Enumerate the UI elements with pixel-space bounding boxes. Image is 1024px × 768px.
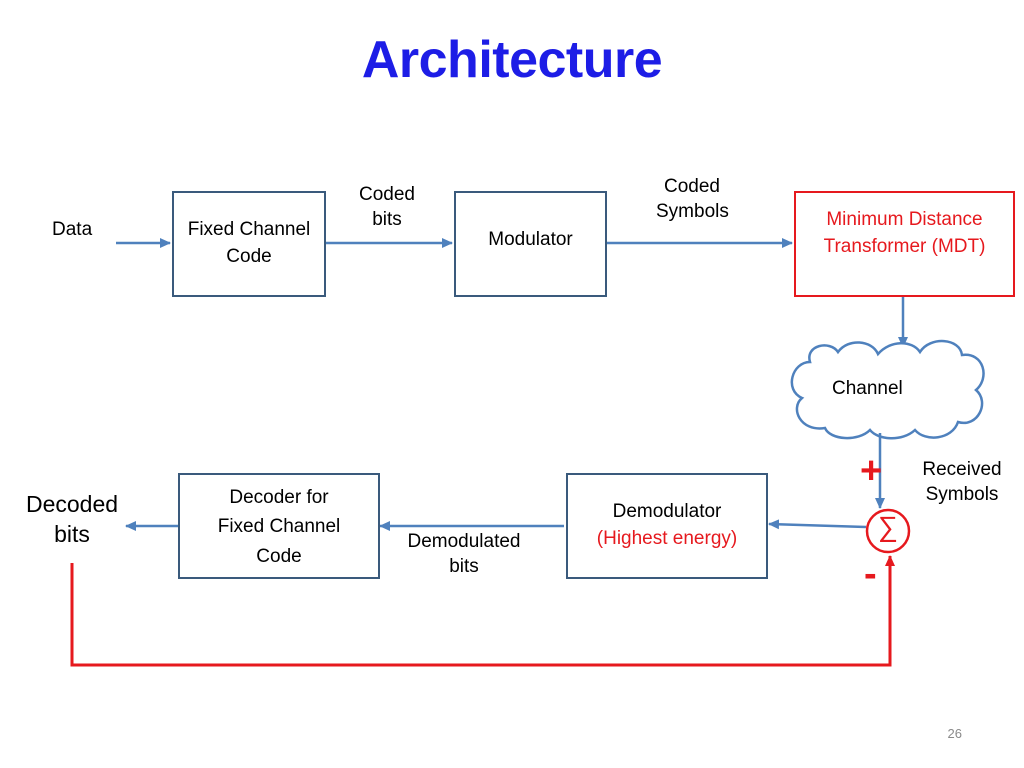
- mdt-line1: Minimum Distance: [826, 209, 983, 230]
- fixed-channel-code-block: Fixed Channel Code: [172, 191, 326, 297]
- received-symbols-line2: Symbols: [925, 483, 999, 505]
- modulator-label: Modulator: [488, 229, 573, 250]
- fixed-channel-code-line1: Fixed Channel: [187, 219, 311, 241]
- demodulated-bits-line1: Demodulated: [407, 531, 521, 552]
- decoder-line3: Code: [256, 545, 302, 567]
- fixed-channel-code-line2: Code: [226, 246, 272, 267]
- summer-sigma-icon: ∑: [878, 511, 898, 542]
- decoder-line2: Fixed Channel: [217, 516, 341, 538]
- coded-bits-line1: Coded: [359, 184, 415, 205]
- coded-symbols-line1: Coded: [664, 176, 720, 197]
- coded-symbols-label: Coded Symbols: [650, 175, 750, 224]
- slide-title: Architecture: [361, 31, 663, 89]
- received-symbols-label: Received Symbols: [912, 458, 1012, 507]
- demodulated-bits-label: Demodulated bits: [390, 530, 538, 579]
- decoder-line1: Decoder for: [229, 487, 329, 508]
- decoded-bits-line2: bits: [54, 520, 90, 547]
- summer-plus-sign: +: [860, 450, 883, 492]
- page-number: 26: [947, 726, 962, 741]
- feedback-loop: [70, 555, 895, 667]
- mdt-block: Minimum Distance Transformer (MDT): [794, 191, 1015, 297]
- demodulator-block: Demodulator (Highest energy): [566, 473, 768, 579]
- coded-symbols-line2: Symbols: [656, 200, 729, 222]
- input-data-label: Data: [52, 219, 93, 240]
- decoded-bits-line1: Decoded: [25, 491, 119, 517]
- coded-bits-line2: bits: [372, 208, 402, 230]
- decoded-bits-label: Decoded bits: [18, 490, 126, 550]
- decoder-block: Decoder for Fixed Channel Code: [178, 473, 380, 579]
- channel-label: Channel: [832, 378, 903, 399]
- channel-cloud: [790, 339, 985, 440]
- mdt-line2: Transformer (MDT): [823, 235, 986, 257]
- coded-bits-label: Coded bits: [346, 183, 428, 232]
- arrow-summer-to-demodulator: [768, 519, 867, 530]
- summer-minus-sign: -: [864, 553, 877, 595]
- demodulator-line1: Demodulator: [612, 501, 722, 522]
- modulator-block: Modulator: [454, 191, 607, 297]
- received-symbols-line1: Received: [922, 459, 1002, 480]
- summer-circle: [865, 508, 911, 554]
- demodulated-bits-line2: bits: [449, 555, 479, 577]
- demodulator-line2: (Highest energy): [596, 527, 738, 549]
